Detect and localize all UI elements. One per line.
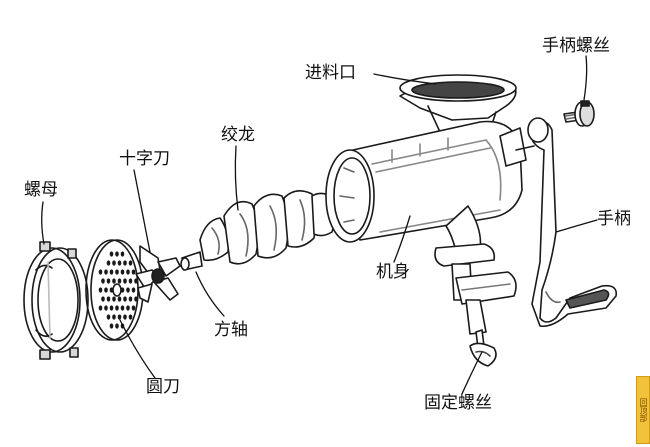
plate-hole (112, 314, 116, 320)
plate-hole (131, 305, 136, 311)
plate-hole (109, 323, 114, 329)
plate-hole (109, 305, 114, 311)
plate-hole (106, 296, 111, 302)
plate-hole (104, 305, 108, 311)
plate-center-hole (112, 283, 122, 297)
plate-hole (131, 287, 136, 293)
nut-part (23, 241, 89, 360)
plate-hole (112, 260, 116, 266)
plate-hole (106, 260, 111, 266)
plate-hole (117, 314, 122, 320)
plate-hole (109, 269, 114, 275)
plate-hole (104, 269, 108, 275)
label-body: 机身 (376, 262, 410, 282)
plate-hole (106, 314, 111, 320)
plate-hole (101, 296, 105, 302)
plate-hole (109, 251, 114, 257)
plate-hole (115, 305, 119, 311)
handle-screw-part (563, 100, 595, 127)
plate-hole (115, 269, 119, 275)
label-handle-screw: 手柄螺丝 (542, 36, 610, 56)
plate-hole (126, 269, 130, 275)
label-hopper: 进料口 (305, 63, 356, 83)
handle-part (527, 117, 618, 328)
plate-hole (128, 314, 133, 320)
plate-hole (131, 269, 136, 275)
label-handle: 手柄 (597, 209, 631, 229)
plate-hole (120, 251, 125, 257)
label-nut: 螺母 (24, 180, 58, 200)
plate-hole (98, 287, 103, 293)
plate-hole (106, 278, 111, 284)
round-plate-part (85, 239, 144, 341)
plate-hole (117, 260, 122, 266)
plate-hole (126, 287, 130, 293)
leader-lines (41, 55, 598, 395)
plate-hole (115, 323, 119, 329)
plate-hole (98, 305, 103, 311)
plate-hole (123, 278, 127, 284)
plate-hole (134, 296, 138, 302)
plate-hole (98, 269, 103, 275)
plate-hole (120, 305, 125, 311)
plate-hole (128, 260, 133, 266)
plate-hole (112, 296, 116, 302)
plate-hole (123, 260, 127, 266)
plate-hole (117, 278, 122, 284)
label-round-plate: 圆刀 (146, 377, 180, 397)
plate-hole (123, 314, 127, 320)
plate-hole (134, 278, 138, 284)
label-auger: 绞龙 (221, 125, 255, 145)
cross-blade-part (135, 245, 181, 303)
plate-hole (128, 278, 133, 284)
plate-hole (128, 296, 133, 302)
shaft-part (180, 251, 203, 271)
label-cross-blade: 十字刀 (119, 149, 170, 169)
back-to-top-badge[interactable]: 回顶部 (636, 376, 650, 444)
plate-hole (126, 305, 130, 311)
plate-hole (101, 278, 105, 284)
plate-hole (123, 296, 127, 302)
plate-hole (117, 296, 122, 302)
plate-hole (104, 287, 108, 293)
plate-hole (115, 251, 119, 257)
plate-hole (120, 269, 125, 275)
label-shaft: 方轴 (214, 320, 248, 340)
plate-hole (112, 278, 116, 284)
label-clamp-screw: 固定螺丝 (424, 393, 492, 413)
plate-holes (98, 251, 138, 329)
grinder-body-part (325, 74, 535, 367)
